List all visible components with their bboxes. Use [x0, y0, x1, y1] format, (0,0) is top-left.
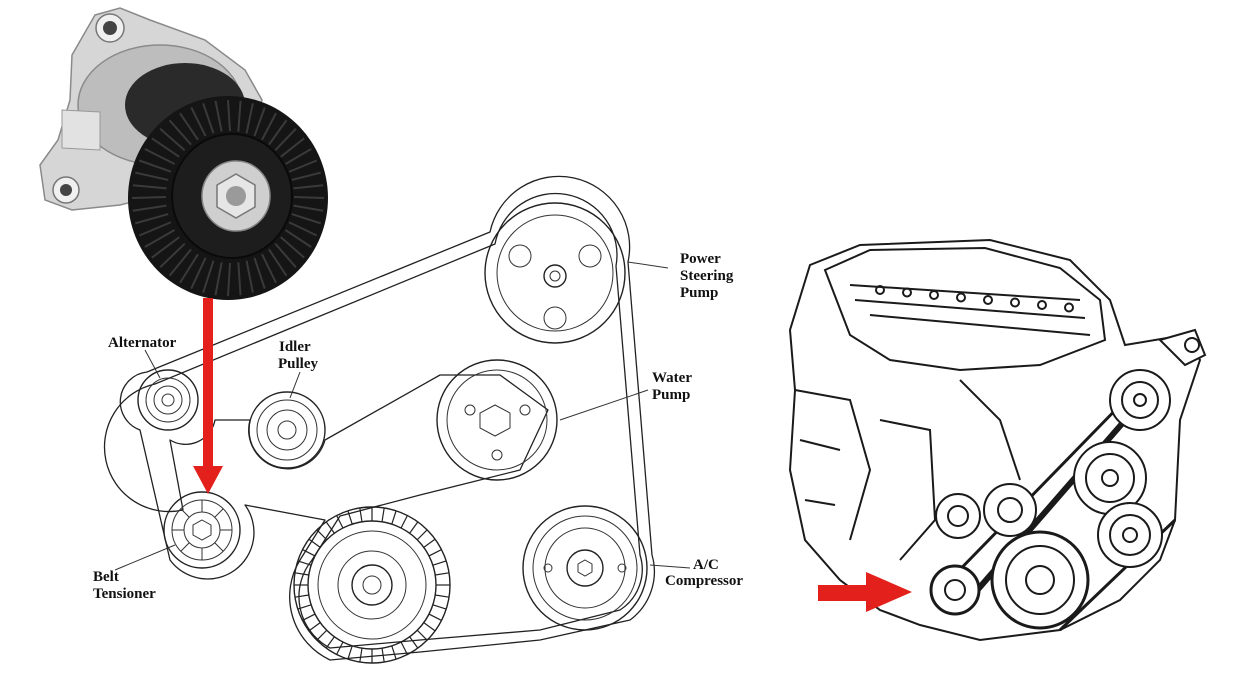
serpentine-belt-diagram: Alternator Idler Pulley Power Steering P… [93, 175, 743, 664]
ac-compressor-pulley [522, 505, 648, 631]
belt-tensioner-photo [39, 7, 328, 300]
alternator-pulley [137, 369, 199, 431]
label-idler-line2: Pulley [278, 356, 318, 372]
label-tensioner-line1: Belt [93, 569, 119, 585]
red-arrow-down [193, 298, 223, 494]
serpentine-belt [119, 175, 656, 661]
idler-pulley [248, 391, 326, 469]
red-arrow-right [818, 572, 912, 612]
label-ac-line1: A/C [693, 557, 719, 573]
leader-lines [114, 261, 691, 571]
water-pump-pulley [436, 359, 558, 481]
crankshaft-pulley [293, 506, 451, 664]
belt-tensioner-pulley [163, 491, 241, 569]
label-idler-line1: Idler [279, 339, 311, 355]
label-power-line3: Pump [680, 285, 718, 301]
label-power-line1: Power [680, 251, 721, 267]
label-power-line2: Steering [680, 268, 734, 284]
label-tensioner-line2: Tensioner [93, 586, 156, 602]
label-ac-line2: Compressor [665, 573, 743, 589]
label-water-line1: Water [652, 370, 692, 386]
power-steering-pump-pulley [484, 202, 626, 344]
label-alternator: Alternator [108, 335, 177, 351]
engine-line-drawing [788, 238, 1207, 642]
label-water-line2: Pump [652, 387, 690, 403]
